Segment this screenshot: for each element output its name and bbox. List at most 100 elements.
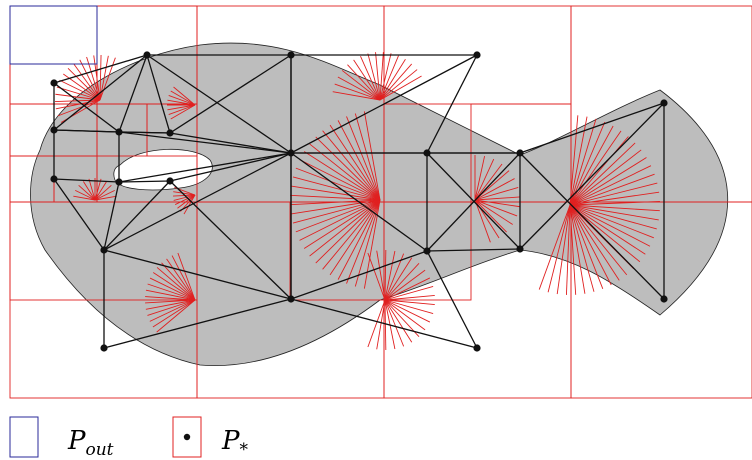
red-ray <box>57 99 101 117</box>
red-ray <box>147 283 196 301</box>
red-ray <box>384 299 431 323</box>
red-ray <box>156 299 196 333</box>
red-ray <box>379 55 399 101</box>
red-ray <box>379 52 384 101</box>
red-ray <box>569 121 606 206</box>
red-ray <box>168 104 196 115</box>
graph-edge <box>290 152 428 252</box>
graph-node <box>115 178 123 186</box>
red-ray <box>474 199 520 208</box>
legend-dot <box>183 433 191 441</box>
red-ray <box>94 189 115 201</box>
quadtree-cell <box>570 201 752 399</box>
red-ray <box>384 299 405 347</box>
red-ray <box>292 199 381 224</box>
red-ray <box>94 195 117 201</box>
graph-edge <box>118 54 148 133</box>
red-ray <box>384 299 420 337</box>
graph-node <box>100 246 108 254</box>
red-ray <box>168 95 196 106</box>
graph-edge <box>169 180 292 300</box>
red-ray <box>73 195 96 201</box>
red-ray <box>379 53 392 101</box>
graph-edge <box>519 102 665 154</box>
red-ray <box>353 59 381 101</box>
red-ray <box>569 118 597 206</box>
red-ray <box>99 55 109 101</box>
red-ray <box>384 299 434 314</box>
red-ray <box>375 52 381 101</box>
red-ray <box>170 104 196 120</box>
red-ray <box>367 299 386 348</box>
graph-node <box>516 245 524 253</box>
graph-node <box>287 149 295 157</box>
red-ray <box>569 204 612 286</box>
red-ray <box>565 204 571 295</box>
red-ray <box>569 204 660 212</box>
graph-node <box>423 149 431 157</box>
graph-edge <box>519 102 665 250</box>
graph-edge <box>103 180 171 251</box>
graph-edge <box>118 131 171 134</box>
legend-label-p-out: Pout <box>67 426 114 460</box>
red-ray <box>166 258 196 301</box>
red-ray <box>291 185 381 201</box>
red-ray <box>474 199 513 225</box>
red-ray <box>474 158 495 201</box>
quadtree-cell <box>146 103 198 157</box>
red-ray <box>569 204 657 230</box>
graph-node <box>50 175 58 183</box>
graph-edge <box>118 180 171 183</box>
graph-edge <box>146 54 292 154</box>
quadtree-cell <box>289 201 385 301</box>
red-ray <box>569 191 660 206</box>
graph-node <box>423 247 431 255</box>
red-ray <box>384 299 426 331</box>
red-ray <box>145 299 196 304</box>
graph-node <box>473 51 481 59</box>
graph-edge <box>53 54 148 131</box>
graph-edge <box>290 250 428 300</box>
red-ray <box>303 151 381 201</box>
red-ray <box>322 199 381 270</box>
red-ray <box>569 204 595 292</box>
red-ray <box>569 204 586 294</box>
graph-edge <box>426 54 478 154</box>
red-ray <box>145 299 196 310</box>
red-ray <box>88 178 96 201</box>
red-ray <box>367 53 381 101</box>
graph-node <box>473 344 481 352</box>
red-ray <box>569 204 659 221</box>
red-ray <box>145 289 196 301</box>
red-ray <box>569 165 652 206</box>
graph-edge <box>146 54 171 134</box>
red-ray <box>337 199 381 280</box>
red-ray <box>322 130 381 201</box>
red-ray <box>299 159 381 201</box>
red-ray <box>78 184 96 201</box>
red-ray <box>547 204 571 293</box>
red-ray <box>379 63 413 101</box>
red-ray <box>295 167 381 201</box>
graph-node <box>660 99 668 107</box>
graph-node <box>516 149 524 157</box>
red-ray <box>474 199 518 217</box>
red-ray <box>149 277 196 301</box>
red-ray <box>363 111 381 201</box>
graph-node <box>166 177 174 185</box>
graph-node <box>100 344 108 352</box>
graph-edge <box>53 178 105 251</box>
red-ray <box>474 155 486 201</box>
graph-node <box>660 295 668 303</box>
red-ray <box>384 277 431 301</box>
quadtree-cells <box>9 5 752 399</box>
graph-edge <box>103 181 120 251</box>
legend-label-p-star: P* <box>221 426 249 460</box>
graph-node <box>50 126 58 134</box>
graph-edge <box>426 250 478 349</box>
red-ray <box>556 204 571 295</box>
red-ray <box>569 173 655 206</box>
red-ray <box>171 255 196 301</box>
outside-cell <box>9 5 98 65</box>
